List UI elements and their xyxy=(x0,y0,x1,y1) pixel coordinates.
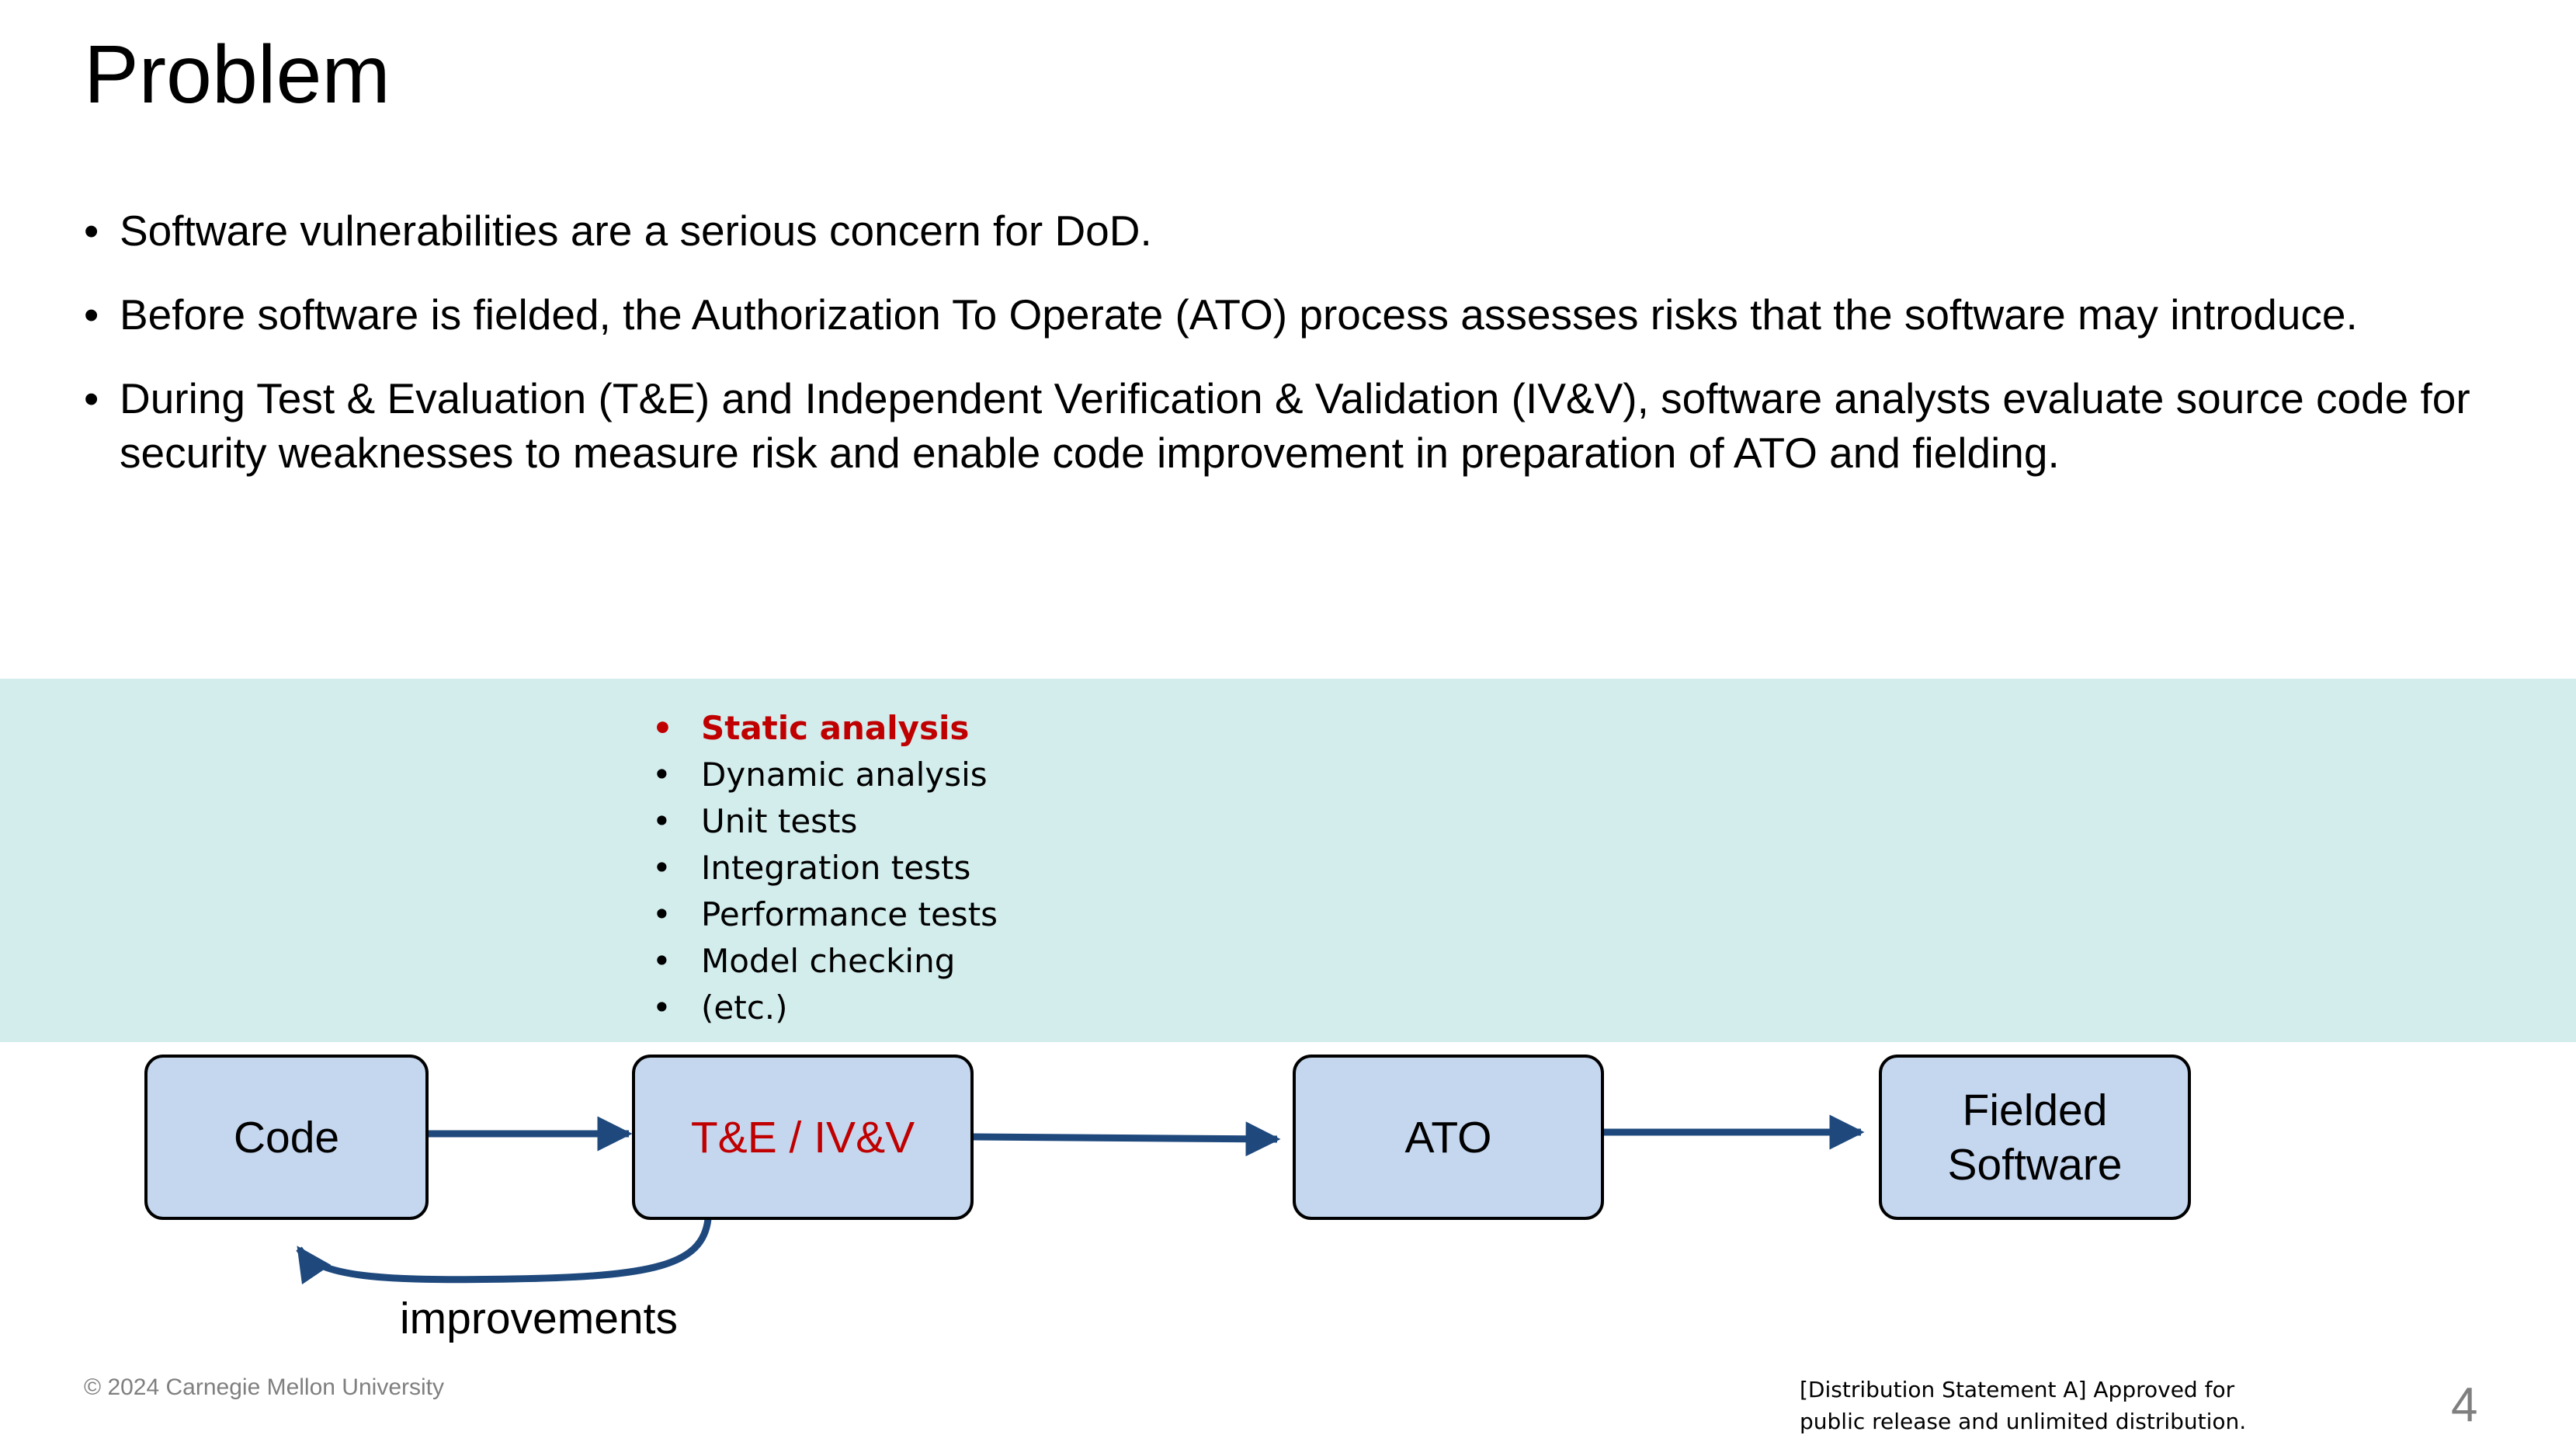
bullet-item: • During Test & Evaluation (T&E) and Inde… xyxy=(84,371,2514,480)
bullet-item: • Before software is fielded, the Authori… xyxy=(84,287,2514,342)
method-item-static-analysis: • Static analysis xyxy=(652,705,998,752)
node-te-ivv: T&E / IV&V xyxy=(632,1055,974,1220)
node-code: Code xyxy=(144,1055,429,1220)
method-marker: • xyxy=(652,802,672,840)
method-item-etc: • (etc.) xyxy=(652,985,998,1031)
page-number: 4 xyxy=(2451,1378,2478,1432)
method-item-dynamic-analysis: • Dynamic analysis xyxy=(652,752,998,798)
bullet-text: During Test & Evaluation (T&E) and Indep… xyxy=(120,374,2470,477)
method-marker: • xyxy=(652,756,672,794)
method-item-model-checking: • Model checking xyxy=(652,938,998,985)
bullet-list: • Software vulnerabilities are a serious … xyxy=(84,203,2514,509)
method-label: Unit tests xyxy=(701,802,858,840)
method-marker: • xyxy=(652,709,673,747)
node-ato: ATO xyxy=(1293,1055,1604,1220)
copyright-notice: © 2024 Carnegie Mellon University xyxy=(84,1374,444,1400)
method-label: Dynamic analysis xyxy=(701,756,988,794)
method-marker: • xyxy=(652,895,672,933)
bullet-text: Software vulnerabilities are a serious c… xyxy=(120,207,1152,255)
method-item-unit-tests: • Unit tests xyxy=(652,798,998,845)
method-label: Static analysis xyxy=(701,709,970,747)
arrow-te-to-ato xyxy=(973,1121,1281,1157)
method-label: Model checking xyxy=(701,942,956,980)
method-label: Performance tests xyxy=(701,895,998,933)
method-marker: • xyxy=(652,989,672,1027)
improvements-label: improvements xyxy=(400,1294,678,1343)
arrow-improvements-feedback xyxy=(296,1218,712,1285)
method-marker: • xyxy=(652,849,672,887)
method-label: (etc.) xyxy=(701,989,788,1027)
methods-band xyxy=(0,679,2576,1042)
bullet-text: Before software is fielded, the Authoriz… xyxy=(120,290,2358,339)
bullet-marker: • xyxy=(84,290,99,339)
bullet-marker: • xyxy=(84,207,99,255)
distribution-statement: [Distribution Statement A] Approved for … xyxy=(1800,1377,2247,1434)
node-fielded-software: Fielded Software xyxy=(1879,1055,2191,1220)
method-item-performance-tests: • Performance tests xyxy=(652,891,998,938)
bullet-marker: • xyxy=(84,374,99,422)
method-item-integration-tests: • Integration tests xyxy=(652,845,998,891)
methods-list: • Static analysis • Dynamic analysis • Unit… xyxy=(652,705,998,1031)
slide-title: Problem xyxy=(84,29,391,120)
method-label: Integration tests xyxy=(701,849,971,887)
method-marker: • xyxy=(652,942,672,980)
bullet-item: • Software vulnerabilities are a serious … xyxy=(84,203,2514,258)
